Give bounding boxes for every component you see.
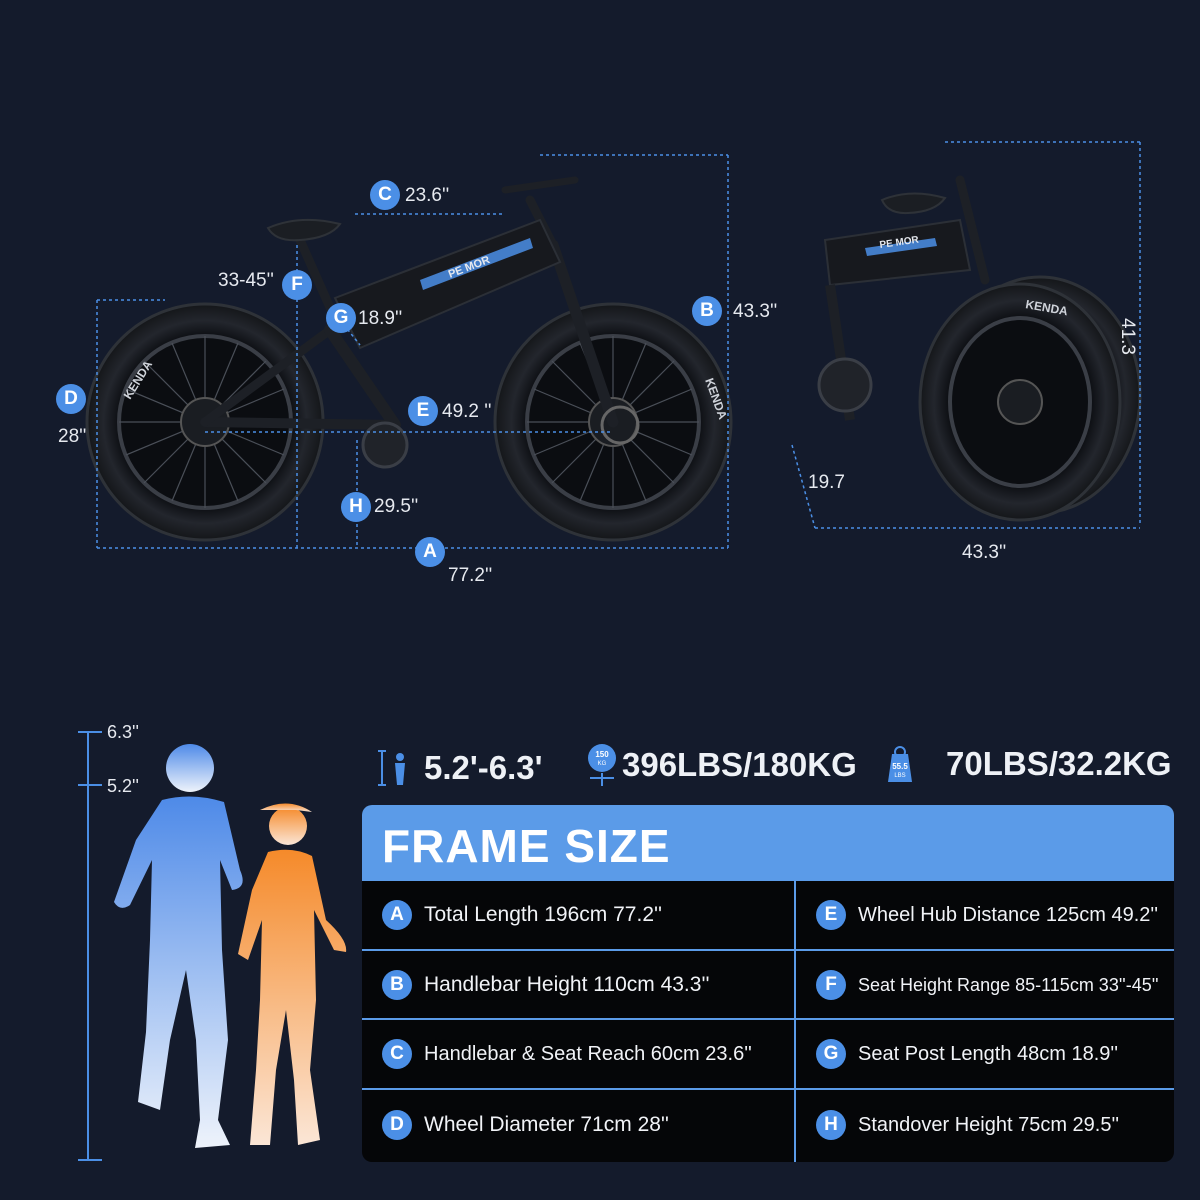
folded-depth-value: 19.7 — [808, 472, 845, 493]
badge-c: C — [370, 180, 400, 210]
measure-e-value: 49.2 '' — [442, 401, 492, 422]
measure-f-value: 33-45'' — [218, 270, 274, 291]
table-text-f: Seat Height Range 85-115cm 33''-45'' — [858, 974, 1159, 995]
frame-size-header: FRAME SIZE — [362, 805, 1174, 881]
bike-seat — [266, 218, 342, 242]
stat-max-load-value: 396LBS/180KG — [622, 746, 857, 783]
table-cell-g: G Seat Post Length 48cm 18.9'' — [816, 1020, 1118, 1088]
bike-weight-icon: 55.5 LBS — [888, 746, 912, 782]
badge-d: D — [56, 384, 86, 414]
table-badge-b: B — [382, 970, 412, 1000]
table-cell-c: C Handlebar & Seat Reach 60cm 23.6'' — [382, 1020, 752, 1088]
table-badge-e: E — [816, 900, 846, 930]
table-text-a: Total Length 196cm 77.2'' — [424, 903, 663, 926]
folded-height-value: 41.3 — [1117, 318, 1138, 355]
crankset — [361, 421, 409, 469]
table-text-b: Handlebar Height 110cm 43.3'' — [424, 973, 710, 996]
table-text-g: Seat Post Length 48cm 18.9'' — [858, 1042, 1119, 1065]
stat-bike-weight-value: 70LBS/32.2KG — [946, 745, 1172, 782]
badge-e: E — [408, 396, 438, 426]
table-text-e: Wheel Hub Distance 125cm 49.2'' — [858, 903, 1159, 926]
table-text-c: Handlebar & Seat Reach 60cm 23.6'' — [424, 1042, 752, 1065]
badge-h: H — [341, 492, 371, 522]
bike-weight-icon-bottom: LBS — [894, 773, 905, 779]
table-row-divider — [362, 949, 1174, 951]
rider-height-scale — [78, 731, 102, 1161]
scale-top-label: 6.3'' — [107, 722, 139, 742]
table-badge-g: G — [816, 1039, 846, 1069]
load-weight-icon: 150 KG — [588, 744, 616, 786]
frame-size-title: FRAME SIZE — [382, 820, 671, 872]
table-badge-d: D — [382, 1110, 412, 1140]
measure-h-value: 29.5'' — [374, 496, 419, 517]
table-text-h: Standover Height 75cm 29.5'' — [858, 1113, 1120, 1136]
table-badge-c: C — [382, 1039, 412, 1069]
table-cell-e: E Wheel Hub Distance 125cm 49.2'' — [816, 881, 1158, 949]
stats-row: 5.2'-6.3' 150 KG 396LBS/180KG 55.5 LBS 7… — [370, 742, 1180, 794]
stat-height-range: 5.2'-6.3' — [376, 748, 542, 788]
height-icon — [378, 750, 405, 786]
female-runner-silhouette — [238, 803, 347, 1145]
table-text-d: Wheel Diameter 71cm 28'' — [424, 1113, 669, 1136]
table-badge-a: A — [382, 900, 412, 930]
table-cell-b: B Handlebar Height 110cm 43.3'' — [382, 951, 709, 1019]
measure-d-value: 28'' — [58, 426, 87, 447]
folded-frame — [823, 218, 972, 287]
measure-b-value: 43.3'' — [733, 301, 778, 322]
badge-f: F — [282, 270, 312, 300]
table-column-divider — [794, 881, 796, 1162]
badge-a: A — [415, 537, 445, 567]
male-runner-silhouette — [114, 744, 243, 1148]
table-row-divider — [362, 1018, 1174, 1020]
table-cell-h: H Standover Height 75cm 29.5'' — [816, 1091, 1119, 1159]
stat-height-range-value: 5.2'-6.3' — [424, 749, 543, 786]
badge-g: G — [326, 303, 356, 333]
scale-mid-label: 5.2'' — [107, 776, 139, 796]
table-cell-d: D Wheel Diameter 71cm 28'' — [382, 1091, 669, 1159]
frame-size-table: FRAME SIZE A Total Length 196cm 77.2'' E… — [362, 805, 1174, 1162]
load-icon-top: 150 — [595, 750, 609, 759]
stat-bike-weight: 55.5 LBS 70LBS/32.2KG — [882, 744, 1172, 784]
bike-side-view: KENDA KENDA PE MOR — [85, 154, 733, 549]
table-cell-a: A Total Length 196cm 77.2'' — [382, 881, 662, 949]
bike-folded-view: KENDA PE MOR — [791, 141, 1142, 529]
table-row-divider — [362, 1088, 1174, 1090]
folded-width-value: 43.3'' — [962, 542, 1007, 563]
load-icon-bottom: KG — [598, 761, 607, 767]
rider-silhouettes — [114, 744, 347, 1148]
measure-g-value: 18.9'' — [358, 308, 403, 329]
table-badge-f: F — [816, 970, 846, 1000]
measure-a-value: 77.2'' — [448, 565, 493, 586]
bike-weight-icon-top: 55.5 — [892, 762, 908, 771]
badge-b: B — [692, 296, 722, 326]
table-badge-h: H — [816, 1110, 846, 1140]
stat-max-load: 150 KG 396LBS/180KG — [584, 742, 857, 788]
bike-frame — [200, 176, 619, 431]
table-cell-f: F Seat Height Range 85-115cm 33''-45'' — [816, 951, 1159, 1019]
measure-c-value: 23.6'' — [405, 185, 450, 206]
